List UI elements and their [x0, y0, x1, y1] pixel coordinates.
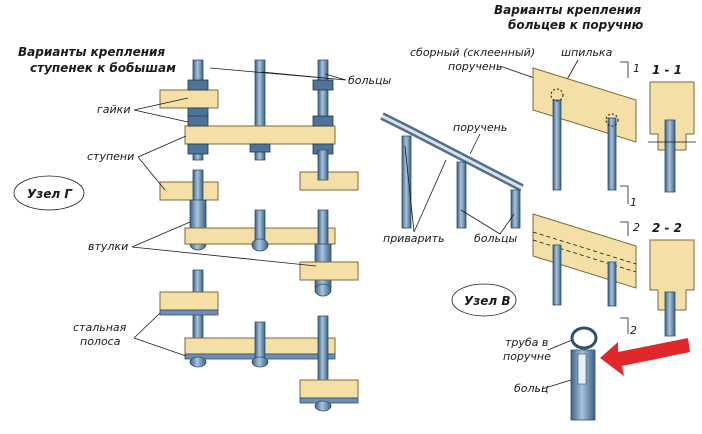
section-2-2-view [649, 239, 695, 337]
label-shpilka: шпилька [561, 46, 613, 59]
label-truba-2: поручне [503, 350, 551, 363]
label-truba-1: труба в [505, 336, 548, 349]
label-stalnaya-2: полоса [80, 335, 121, 348]
cut-1-bottom: 1 [630, 196, 637, 209]
section-1-1-label: 1 - 1 [652, 63, 682, 77]
node-v-badge: Узел В [451, 283, 517, 317]
label-bolts: больц [514, 382, 549, 395]
label-stalnaya-1: стальная [73, 321, 127, 334]
label-gaiki: гайки [97, 103, 130, 116]
cut-1-top: 1 [633, 62, 640, 75]
node-v-label: Узел В [464, 294, 510, 308]
bushing-mount-variant [159, 169, 359, 297]
label-privarit: приварить [383, 232, 445, 245]
label-boltsy-left: больцы [348, 74, 392, 87]
label-sborny-2: поручень [448, 60, 502, 73]
strip-mount-variant [159, 269, 359, 412]
handrail-pin-view [532, 61, 637, 204]
right-title-line2: больцев к поручню [508, 18, 644, 32]
cut-2-top: 2 [633, 221, 640, 234]
label-poruchen-mid: поручень [453, 121, 507, 134]
nut-mount-variant [159, 59, 359, 191]
label-sborny-1: сборный (склеенный) [410, 46, 535, 59]
tube-detail [570, 326, 598, 421]
node-g-badge: Узел Г [13, 175, 85, 211]
red-arrow-icon [600, 338, 690, 376]
label-boltsy-mid: больцы [474, 232, 518, 245]
left-title-line2: ступенек к бобышам [30, 61, 176, 75]
cut-2-bottom: 2 [630, 324, 637, 337]
section-1-1-view [648, 81, 696, 193]
left-title: Варианты крепления ступенек к бобышам [18, 45, 176, 75]
right-title: Варианты крепления больцев к поручню [494, 3, 644, 32]
right-title-line1: Варианты крепления [494, 3, 641, 17]
label-stupeni: ступени [87, 150, 134, 163]
left-title-line1: Варианты крепления [18, 45, 165, 59]
node-g-label: Узел Г [27, 187, 73, 201]
label-vtulki: втулки [88, 240, 128, 253]
section-2-2-label: 2 - 2 [652, 221, 682, 235]
railing-node [380, 112, 524, 229]
handrail-tube-view [532, 213, 637, 334]
